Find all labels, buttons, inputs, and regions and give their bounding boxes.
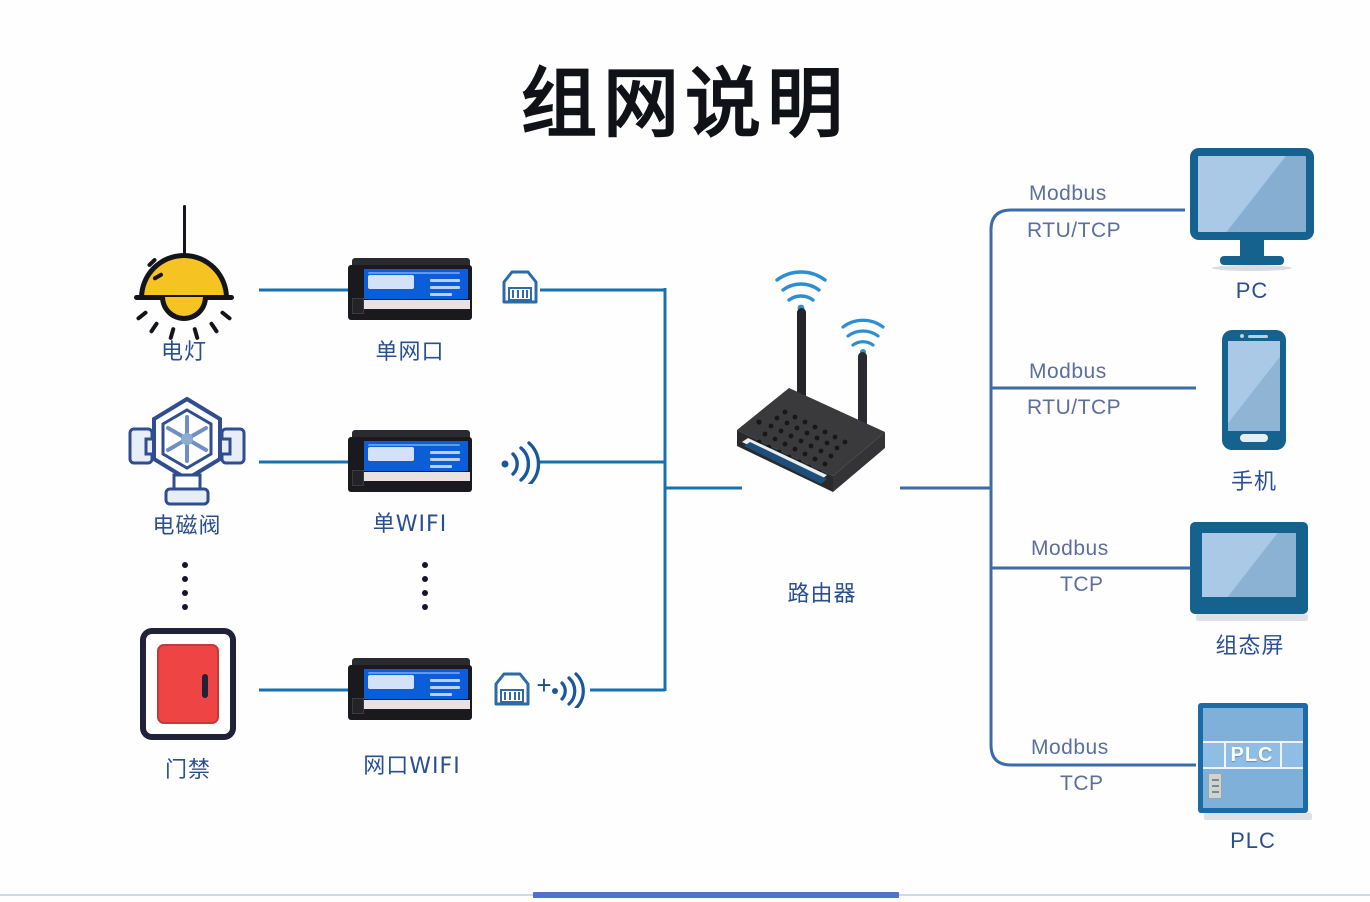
module-top [352, 430, 470, 439]
gateway-module-single-wifi [348, 430, 472, 492]
lamp-bulb [160, 297, 208, 321]
monitor-base [1220, 256, 1284, 265]
hmi-screen [1202, 533, 1296, 597]
access-control-icon [140, 628, 236, 740]
plc-device-text: PLC [1230, 744, 1274, 766]
module-top [352, 658, 470, 667]
protocol-hmi-line1: Modbus [1031, 537, 1109, 560]
phone-label: 手机 [1230, 470, 1277, 495]
protocol-pc-line2: RTU/TCP [1027, 219, 1122, 242]
plc-band [1203, 741, 1303, 769]
lamp-ray [208, 320, 220, 335]
wifi-icon [496, 440, 544, 487]
module-strip [360, 700, 470, 709]
page-title: 组网说明 [521, 59, 849, 148]
plc-band-divider [1224, 741, 1226, 769]
hmi-label: 组态屏 [1215, 634, 1285, 659]
gateway-column-ellipsis [422, 562, 428, 618]
gateway-label-single-wifi: 单WIFI [372, 512, 448, 537]
module-connector [352, 298, 364, 314]
gateway-module-lan-wifi [348, 658, 472, 720]
module-strip [360, 472, 470, 481]
lamp-ray [219, 309, 233, 322]
monitor-neck [1240, 238, 1264, 258]
module-top [352, 258, 470, 267]
lamp-ray [148, 320, 160, 335]
plc-band-bottom-line [1203, 767, 1303, 769]
module-strip [360, 300, 470, 309]
module-chip [368, 675, 414, 689]
phone-speaker [1248, 335, 1268, 338]
scrollbar-thumb[interactable] [533, 892, 899, 898]
gateway-label-lan-wifi: 网口WIFI [363, 754, 461, 779]
monitor-icon [1190, 148, 1314, 272]
gateway-label-single-lan: 单网口 [375, 340, 445, 365]
plc-shadow [1204, 813, 1312, 820]
module-chip [368, 447, 414, 461]
protocol-plc-line1: Modbus [1031, 736, 1109, 759]
solenoid-valve-icon [128, 395, 246, 507]
door-label: 门禁 [164, 758, 211, 783]
protocol-phone-line2: RTU/TCP [1027, 396, 1122, 419]
hmi-panel-icon [1190, 522, 1308, 622]
smartphone-icon [1222, 330, 1286, 450]
rj45-icon [490, 668, 534, 708]
router-label: 路由器 [787, 582, 857, 607]
module-connector [352, 470, 364, 486]
lamp-label: 电灯 [160, 340, 207, 365]
lamp-cord [183, 205, 186, 259]
protocol-pc-line1: Modbus [1029, 182, 1107, 205]
module-connector [352, 698, 364, 714]
device-column-ellipsis [182, 562, 188, 618]
phone-camera [1240, 334, 1244, 338]
ceiling-lamp-icon [134, 205, 234, 341]
lamp-ray [135, 309, 149, 322]
pc-label: PC [1235, 278, 1269, 303]
wireless-router-icon [715, 270, 910, 560]
rj45-icon [498, 266, 542, 306]
plc-band-divider [1280, 741, 1282, 769]
phone-screen [1228, 341, 1280, 431]
door-panel [157, 644, 219, 724]
hmi-shadow [1196, 614, 1308, 621]
valve-label: 电磁阀 [152, 514, 222, 539]
plc-icon: PLC [1198, 703, 1312, 821]
plc-label: PLC [1230, 828, 1276, 853]
plc-terminal-block [1208, 773, 1222, 799]
module-chip [368, 275, 414, 289]
phone-home-button [1240, 434, 1268, 442]
protocol-plc-line2: TCP [1060, 772, 1104, 795]
monitor-shadow [1212, 265, 1292, 271]
door-handle [202, 674, 208, 698]
protocol-phone-line1: Modbus [1029, 360, 1107, 383]
gateway-module-single-lan [348, 258, 472, 320]
plc-band-top-line [1203, 741, 1303, 743]
protocol-hmi-line2: TCP [1060, 573, 1104, 596]
monitor-screen [1190, 148, 1314, 240]
plus-sign-icon: + [536, 670, 552, 700]
wifi-icon [548, 672, 590, 710]
